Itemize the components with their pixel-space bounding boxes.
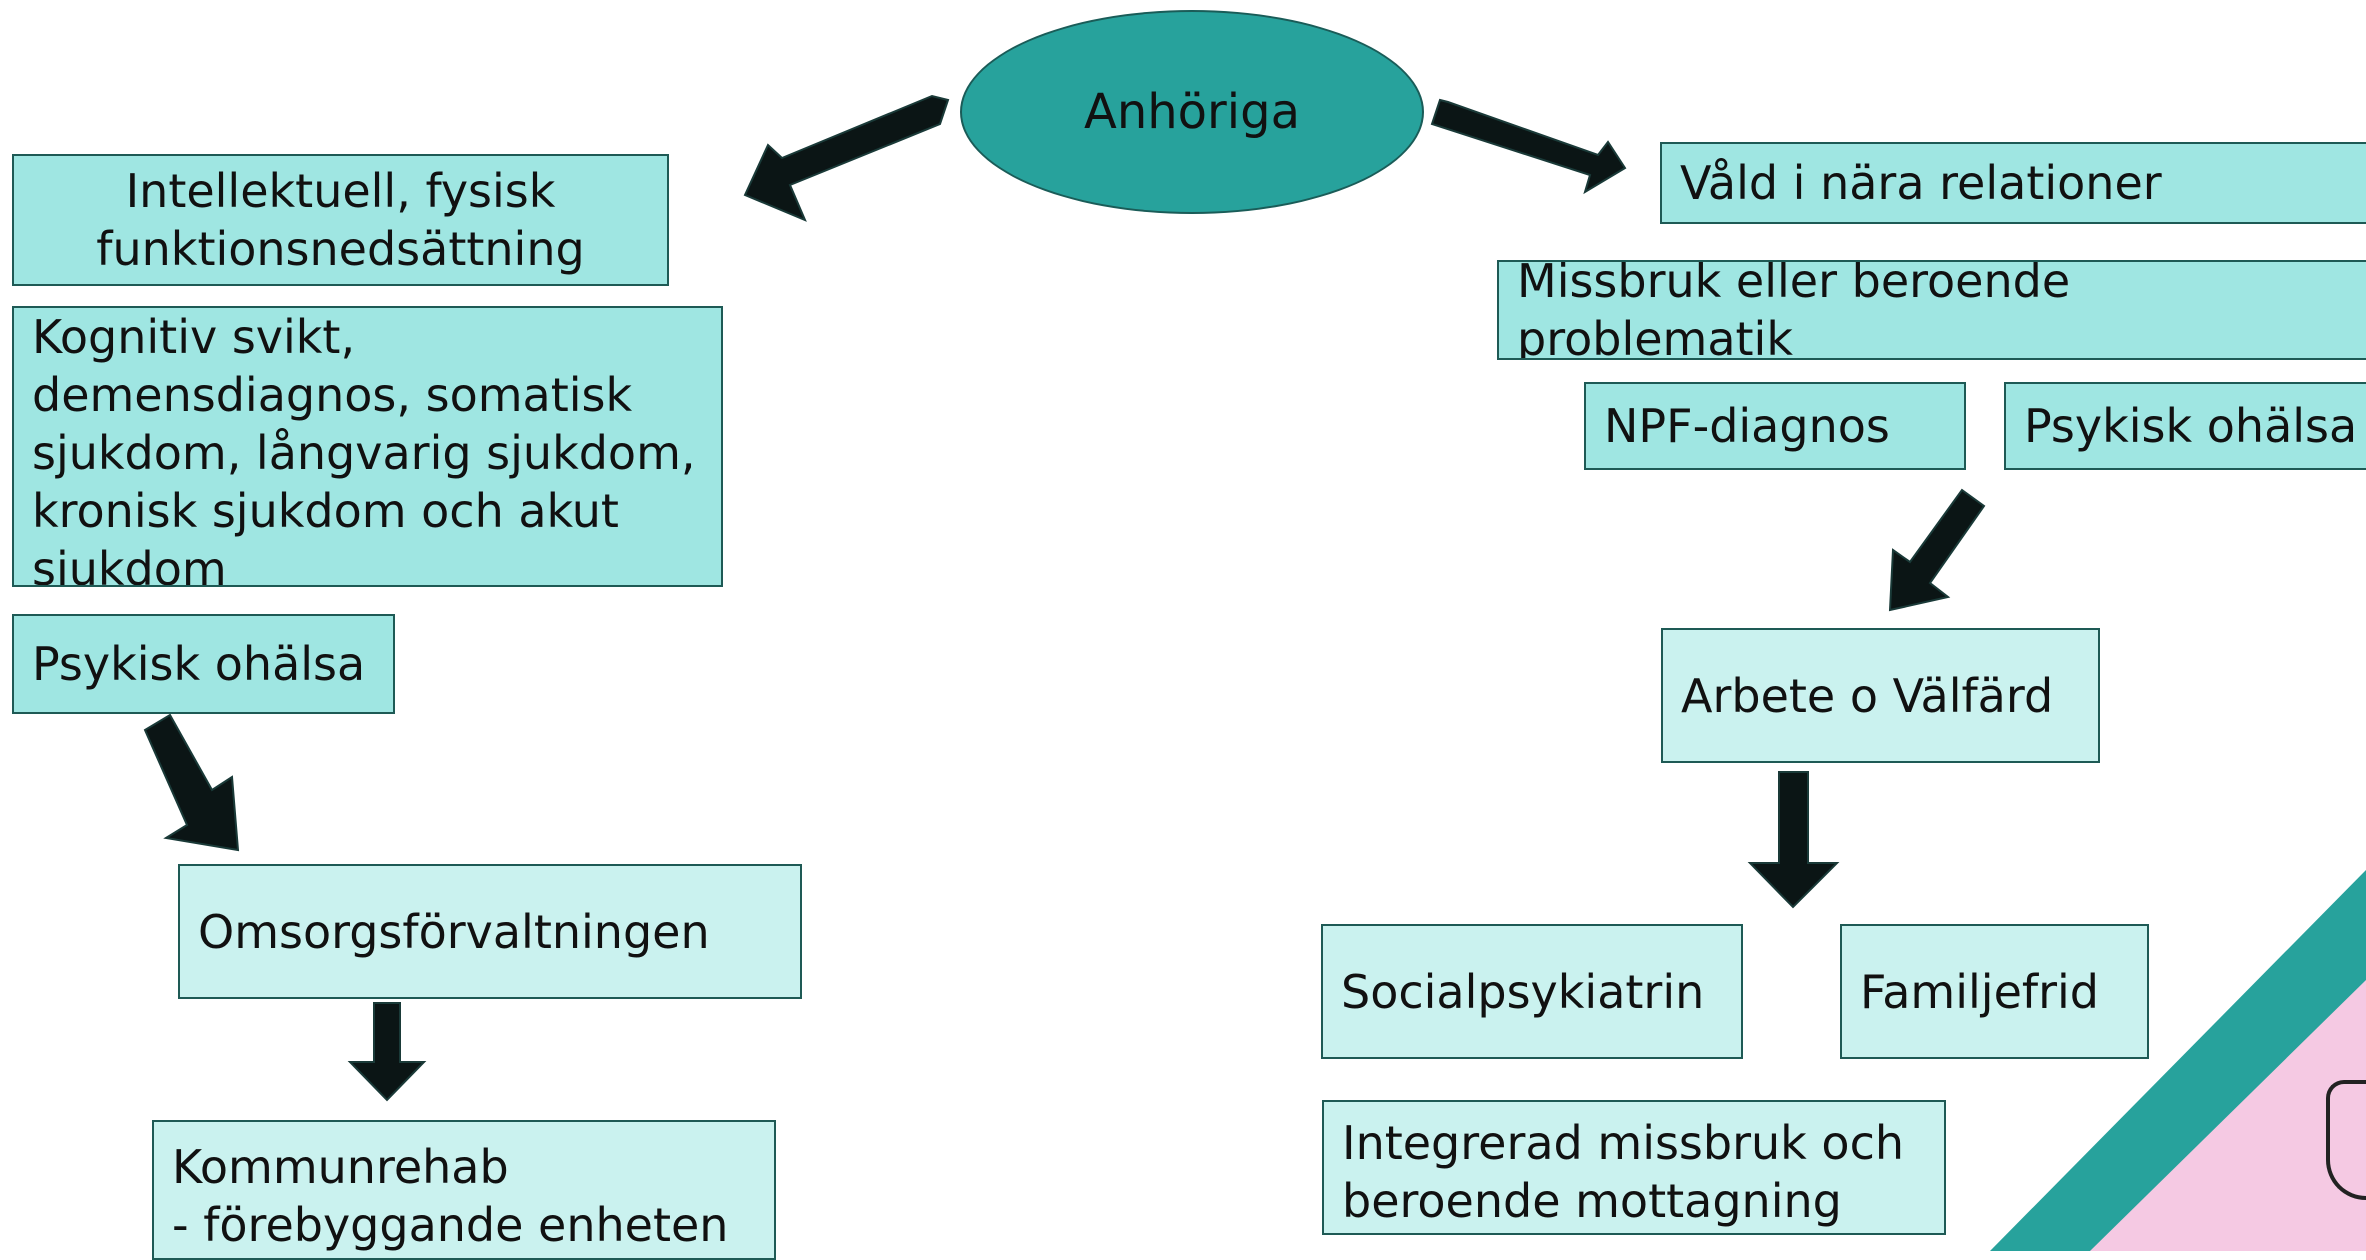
- group-vald-i-nara-relationer: Våld i nära relationer: [1660, 142, 2366, 224]
- service-socialpsykiatrin: Socialpsykiatrin: [1321, 924, 1743, 1059]
- arrow-psykisk-to-omsorg: [143, 713, 240, 852]
- group-intellektuell-fysisk: Intellektuell, fysisk funktionsnedsättni…: [12, 154, 669, 286]
- service-kommunrehab: Kommunrehab - förebyggande enheten: [152, 1120, 776, 1260]
- group-psykisk-ohalsa-left: Psykisk ohälsa: [12, 614, 395, 714]
- group-missbruk-beroende: Missbruk eller beroende problematik: [1497, 260, 2366, 360]
- group-psykisk-ohalsa-right: Psykisk ohälsa: [2004, 382, 2366, 470]
- service-arbete-o-valfard: Arbete o Välfärd: [1661, 628, 2100, 763]
- kommunrehab-title: Kommunrehab: [172, 1140, 509, 1194]
- municipality-crest-icon: [2326, 1080, 2366, 1200]
- arrow-npf-to-arbete: [1888, 488, 1986, 612]
- kommunrehab-subtitle: - förebyggande enheten: [172, 1198, 729, 1252]
- arrow-root-to-left: [743, 94, 950, 222]
- anhoriga-root-node: Anhöriga: [960, 10, 1424, 214]
- arrow-arbete-to-services: [1747, 771, 1840, 909]
- arrow-root-to-right: [1430, 98, 1627, 195]
- group-npf-diagnos: NPF-diagnos: [1584, 382, 1966, 470]
- service-integrerad-missbruk: Integrerad missbruk och beroende mottagn…: [1322, 1100, 1946, 1235]
- service-familjefrid: Familjefrid: [1840, 924, 2149, 1059]
- service-omsorgsforvaltningen: Omsorgsförvaltningen: [178, 864, 802, 999]
- group-kognitiv-svikt: Kognitiv svikt, demensdiagnos, somatisk …: [12, 306, 723, 587]
- arrow-omsorg-to-kommunrehab: [347, 1002, 427, 1102]
- corner-pink-panel: [2090, 980, 2366, 1251]
